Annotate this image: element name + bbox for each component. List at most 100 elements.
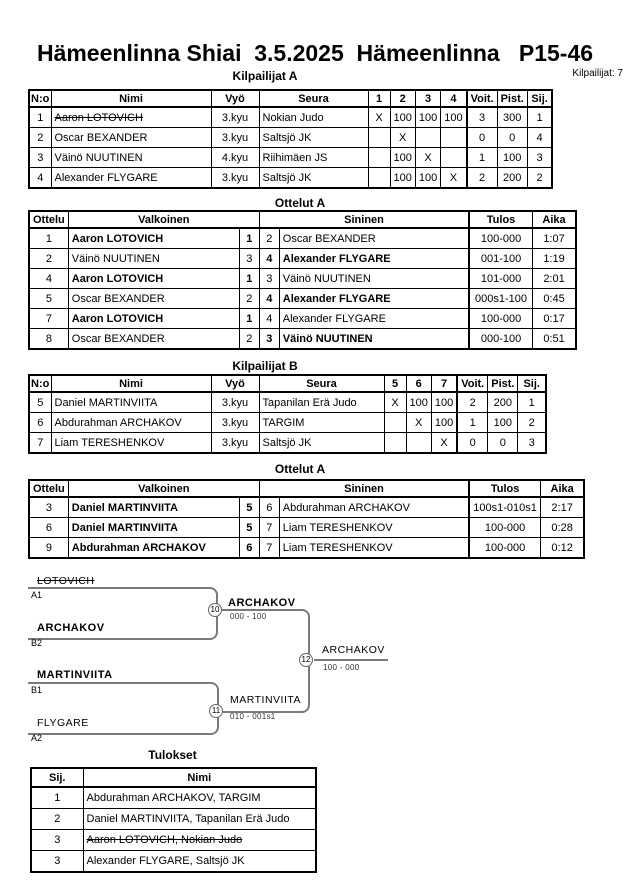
cell: X bbox=[440, 167, 468, 189]
cell: 2 bbox=[28, 127, 52, 148]
bracket-entrant-name: LOTOVICH bbox=[37, 575, 95, 587]
cell: 1:07 bbox=[531, 227, 577, 249]
cell: Abdurahman ARCHAKOV, TARGIM bbox=[82, 786, 317, 809]
cell: 0:45 bbox=[531, 288, 577, 309]
section-title-pool-a: Kilpailijat A bbox=[232, 69, 298, 83]
cell: 0 bbox=[496, 127, 528, 148]
cell: 2 bbox=[517, 412, 547, 433]
cell: X bbox=[430, 432, 458, 454]
bracket-entrant-name: ARCHAKOV bbox=[37, 622, 105, 634]
cell: Abdurahman ARCHAKOV bbox=[67, 537, 240, 559]
bracket-match-score: 100 - 000 bbox=[323, 663, 360, 672]
cell: 2 bbox=[258, 227, 280, 249]
cell: X bbox=[389, 127, 416, 148]
bracket-winner-name: MARTINVIITA bbox=[230, 694, 302, 706]
cell: Oscar BEXANDER bbox=[67, 288, 240, 309]
cell: Oscar BEXANDER bbox=[67, 328, 240, 350]
cell: 1 bbox=[238, 227, 260, 249]
cell: 100-000 bbox=[468, 537, 541, 559]
cell bbox=[383, 432, 407, 454]
column-header: Aika bbox=[531, 210, 577, 229]
cell: 0:12 bbox=[539, 537, 585, 559]
bracket-entrant-name: MARTINVIITA bbox=[37, 669, 113, 681]
cell: 1 bbox=[30, 786, 84, 809]
bracket-winner-name: ARCHAKOV bbox=[228, 597, 296, 609]
cell: 3.kyu bbox=[210, 127, 260, 148]
bracket-connector-line bbox=[222, 609, 310, 663]
cell: 3.kyu bbox=[210, 432, 260, 454]
cell: 3.kyu bbox=[210, 412, 260, 433]
cell: 101-000 bbox=[468, 268, 533, 289]
cell: Saltsjö JK bbox=[258, 432, 385, 454]
cell: 100 bbox=[440, 106, 468, 128]
competitors-count: Kilpailijat: 7 bbox=[572, 68, 623, 79]
bracket-match-number: 11 bbox=[209, 704, 223, 718]
cell: 1:19 bbox=[531, 248, 577, 269]
cell: Oscar BEXANDER bbox=[278, 227, 470, 249]
column-header: Pist. bbox=[487, 374, 519, 393]
cell: 2 bbox=[238, 288, 260, 309]
cell bbox=[367, 167, 391, 189]
cell: 1 bbox=[28, 106, 52, 128]
bracket-seed-label: B2 bbox=[31, 638, 43, 648]
column-header: 3 bbox=[414, 89, 442, 108]
cell: 1 bbox=[465, 147, 498, 168]
cell: Väinö NUUTINEN bbox=[278, 328, 470, 350]
cell: 100 bbox=[496, 147, 528, 168]
cell: Väinö NUUTINEN bbox=[50, 147, 212, 168]
column-header: 1 bbox=[367, 89, 391, 108]
cell: 7 bbox=[28, 432, 52, 454]
cell: Daniel MARTINVIITA bbox=[50, 391, 212, 413]
cell: Tapanilan Erä Judo bbox=[258, 391, 385, 413]
column-header: Sij. bbox=[517, 374, 547, 393]
bracket-seed-label: A1 bbox=[31, 590, 43, 600]
column-header: Vyö bbox=[210, 374, 260, 393]
bracket-match-number: 10 bbox=[208, 603, 222, 617]
column-header: Seura bbox=[258, 374, 385, 393]
cell: 4 bbox=[526, 127, 553, 148]
cell: 0:17 bbox=[531, 308, 577, 329]
bracket-seed-label: B1 bbox=[31, 685, 43, 695]
cell: 100s1-010s1 bbox=[468, 496, 541, 518]
cell: 2 bbox=[30, 808, 84, 830]
column-header: Ottelu bbox=[28, 210, 69, 229]
cell: 7 bbox=[258, 537, 280, 559]
section-title-matches-a: Ottelut A bbox=[274, 196, 326, 210]
cell: Oscar BEXANDER bbox=[50, 127, 212, 148]
page-title: Hämeenlinna Shiai 3.5.2025 Hämeenlinna P… bbox=[36, 40, 594, 66]
cell: 9 bbox=[28, 537, 69, 559]
cell: 300 bbox=[496, 106, 528, 128]
cell: 100 bbox=[405, 391, 432, 413]
cell: 3.kyu bbox=[210, 167, 260, 189]
cell: 001-100 bbox=[468, 248, 533, 269]
cell: 6 bbox=[28, 412, 52, 433]
cell: Abdurahman ARCHAKOV bbox=[50, 412, 212, 433]
cell: 200 bbox=[496, 167, 528, 189]
cell: 000s1-100 bbox=[468, 288, 533, 309]
cell: 3 bbox=[465, 106, 498, 128]
cell: Daniel MARTINVIITA bbox=[67, 496, 240, 518]
cell: 1 bbox=[456, 412, 489, 433]
cell: 3 bbox=[526, 147, 553, 168]
column-header: Sij. bbox=[526, 89, 553, 108]
cell: 100 bbox=[414, 167, 442, 189]
cell bbox=[440, 127, 468, 148]
cell: 100 bbox=[487, 412, 519, 433]
cell: 0 bbox=[487, 432, 519, 454]
cell: 3.kyu bbox=[210, 106, 260, 128]
column-header: Valkoinen bbox=[67, 479, 260, 498]
cell: 3 bbox=[258, 328, 280, 350]
cell: Aaron LOTOVICH bbox=[67, 268, 240, 289]
cell bbox=[383, 412, 407, 433]
